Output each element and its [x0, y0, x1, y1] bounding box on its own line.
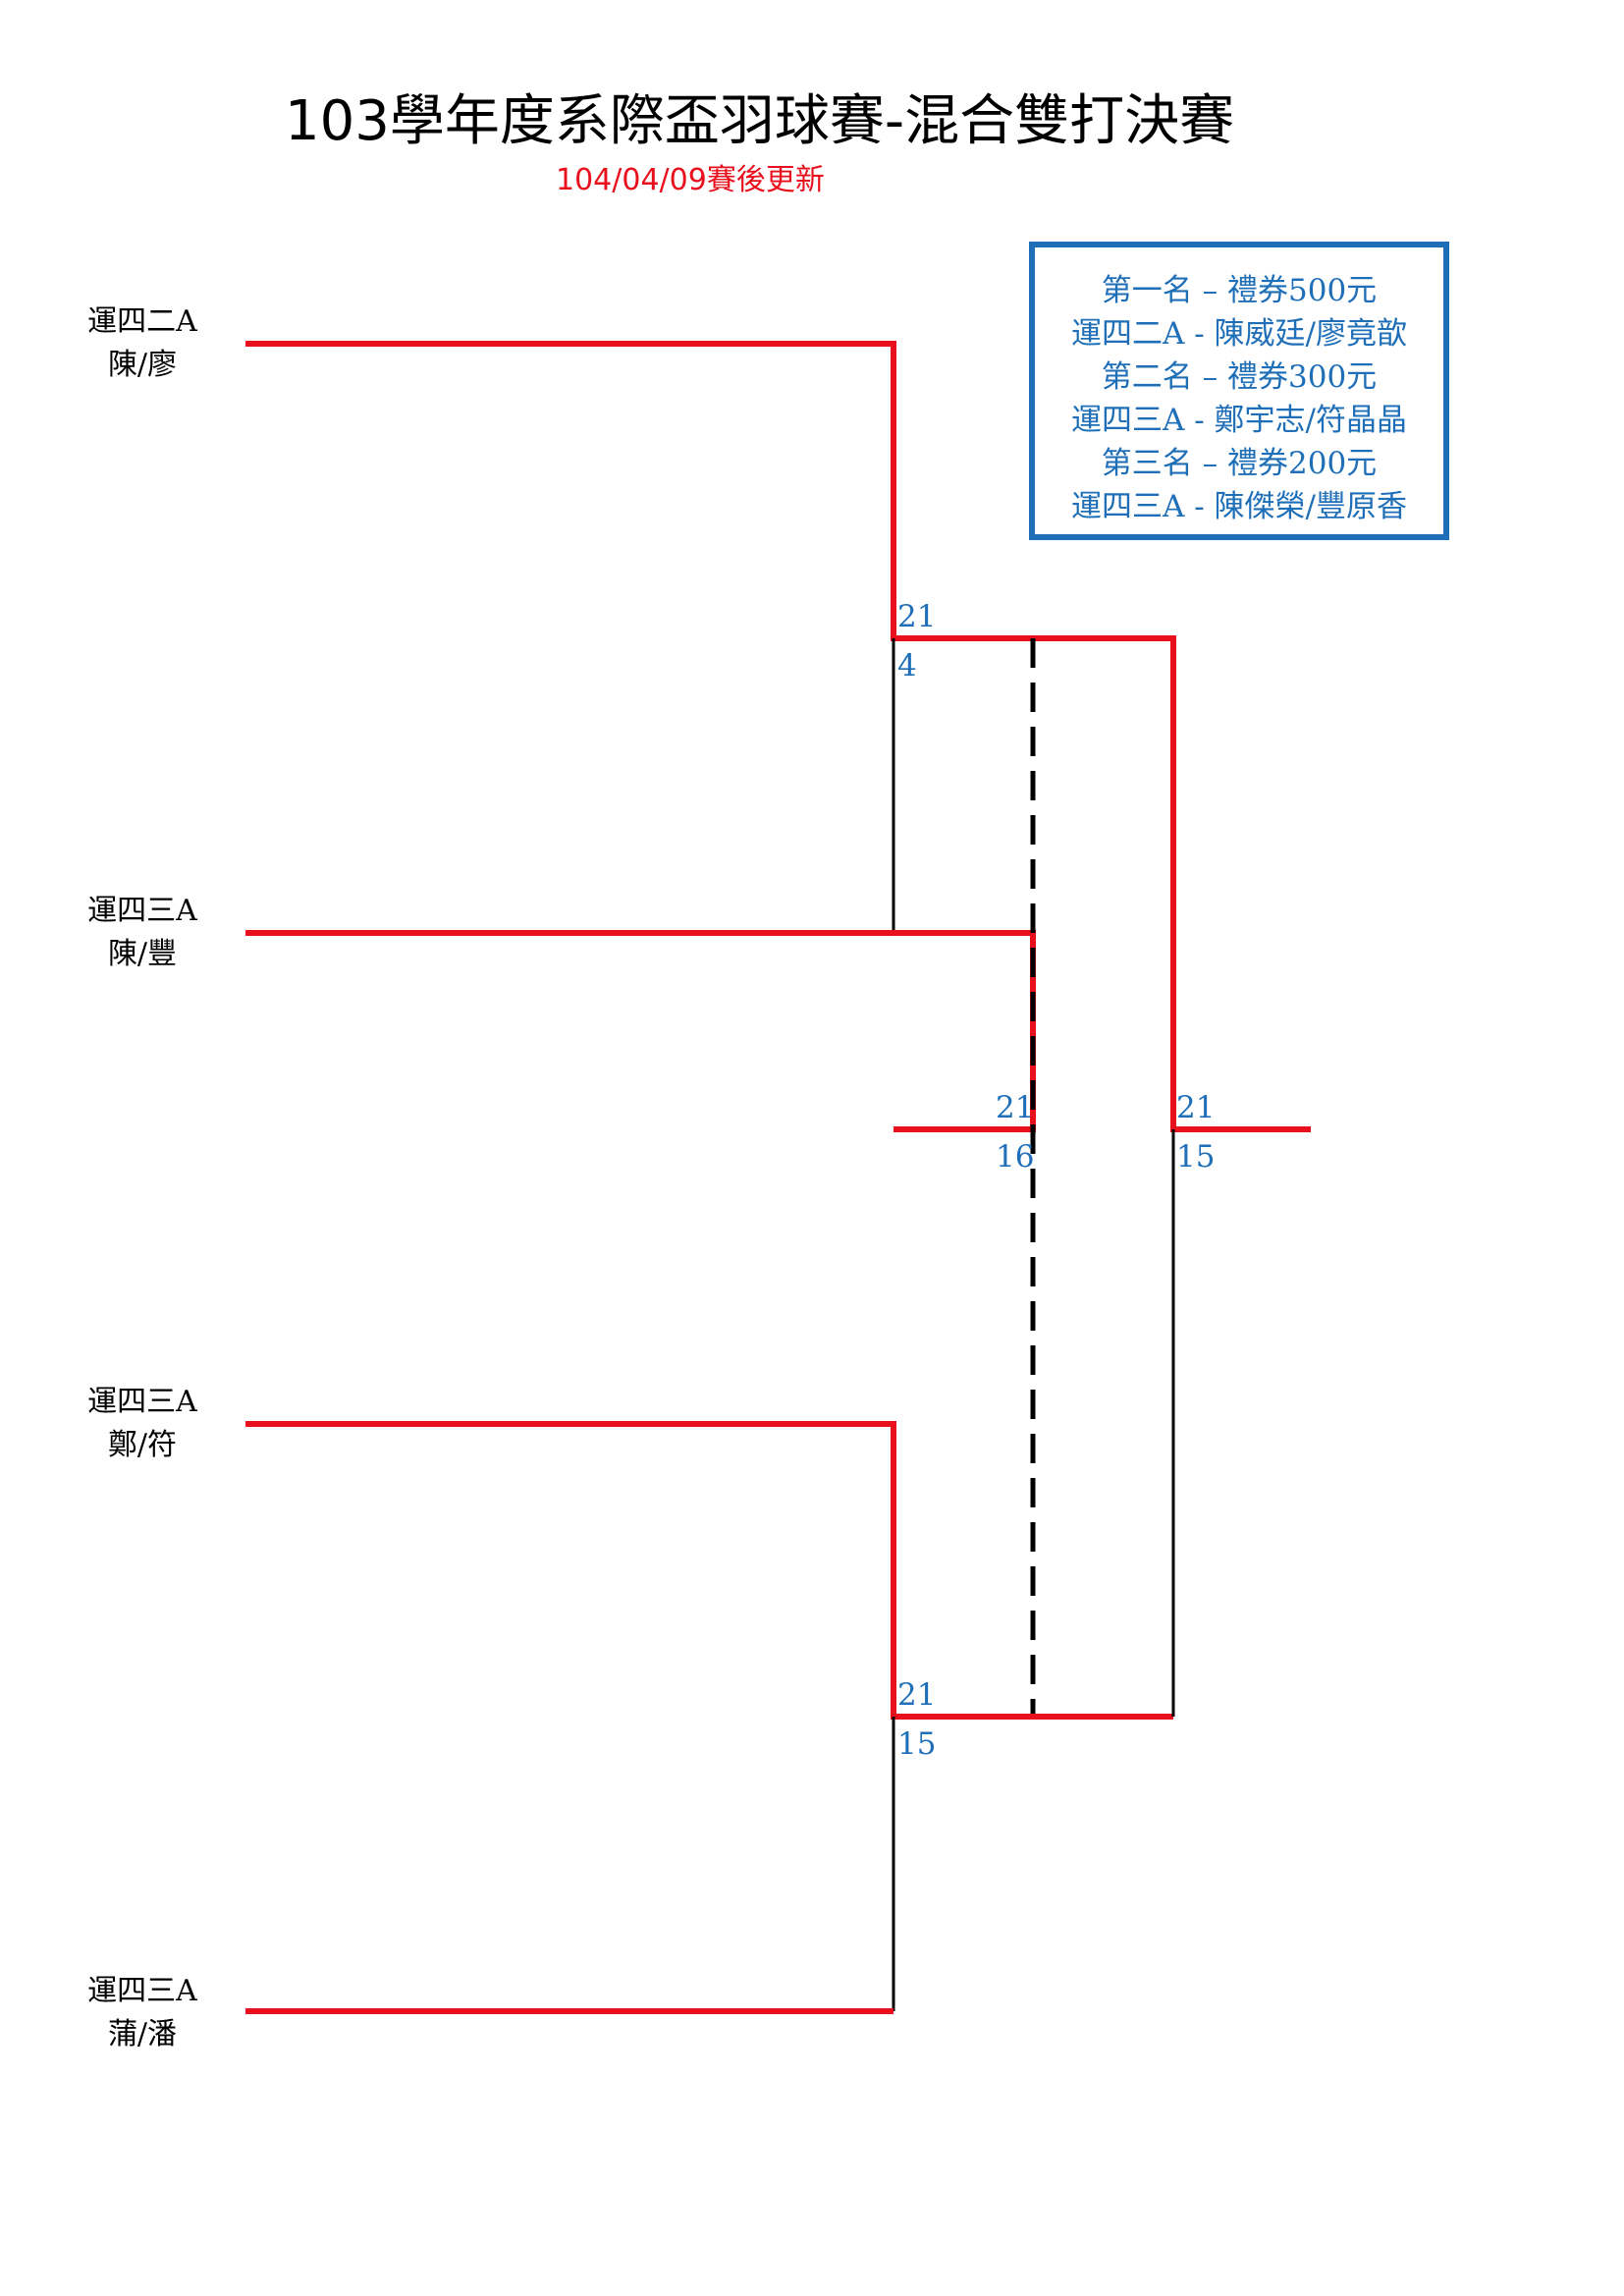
- semifinal-1-loser-score: 4: [897, 648, 917, 683]
- team-1-class: 運四二A: [87, 304, 197, 339]
- team-3-line: [245, 1421, 1173, 1720]
- final-winner-score: 21: [1176, 1090, 1216, 1125]
- third-place-winner-score: 21: [996, 1090, 1035, 1125]
- prize-first-team: 運四二A - 陳威廷/廖竟歆: [1070, 316, 1407, 352]
- team-4-players: 蒲/潘: [107, 2017, 178, 2051]
- semifinal-2-loser-score: 15: [897, 1726, 937, 1762]
- team-4-class: 運四三A: [87, 1974, 197, 2008]
- semifinal-1-winner-score: 21: [897, 599, 937, 634]
- third-place-loser-score: 16: [996, 1139, 1035, 1175]
- update-note: 104/04/09賽後更新: [556, 163, 825, 197]
- prize-box: 第一名 – 禮券500元 運四二A - 陳威廷/廖竟歆 第二名 – 禮券300元…: [1029, 242, 1449, 540]
- prize-first-title: 第一名 – 禮券500元: [1101, 273, 1378, 308]
- team-3-class: 運四三A: [87, 1385, 197, 1419]
- team-1: 運四二A 陳/廖: [59, 301, 226, 387]
- team-4: 運四三A 蒲/潘: [59, 1970, 226, 2056]
- final-loser-score: 15: [1176, 1139, 1216, 1175]
- page-title: 103學年度系際盃羽球賽-混合雙打決賽: [285, 89, 1235, 153]
- team-1-players: 陳/廖: [107, 348, 178, 382]
- team-2: 運四三A 陳/豐: [59, 890, 226, 976]
- team-3: 運四三A 鄭/符: [59, 1381, 226, 1467]
- prize-third-team: 運四三A - 陳傑榮/豐原香: [1070, 489, 1407, 524]
- semifinal-2-winner-score: 21: [897, 1677, 937, 1713]
- semifinal-1-winner-line: [245, 341, 1311, 1132]
- team-2-class: 運四三A: [87, 894, 197, 928]
- team-3-players: 鄭/符: [107, 1428, 178, 1462]
- team-2-players: 陳/豐: [107, 937, 178, 971]
- prize-second-team: 運四三A - 鄭宇志/符晶晶: [1070, 403, 1407, 438]
- prize-third-title: 第三名 – 禮券200元: [1101, 446, 1378, 481]
- prize-second-title: 第二名 – 禮券300元: [1101, 359, 1378, 395]
